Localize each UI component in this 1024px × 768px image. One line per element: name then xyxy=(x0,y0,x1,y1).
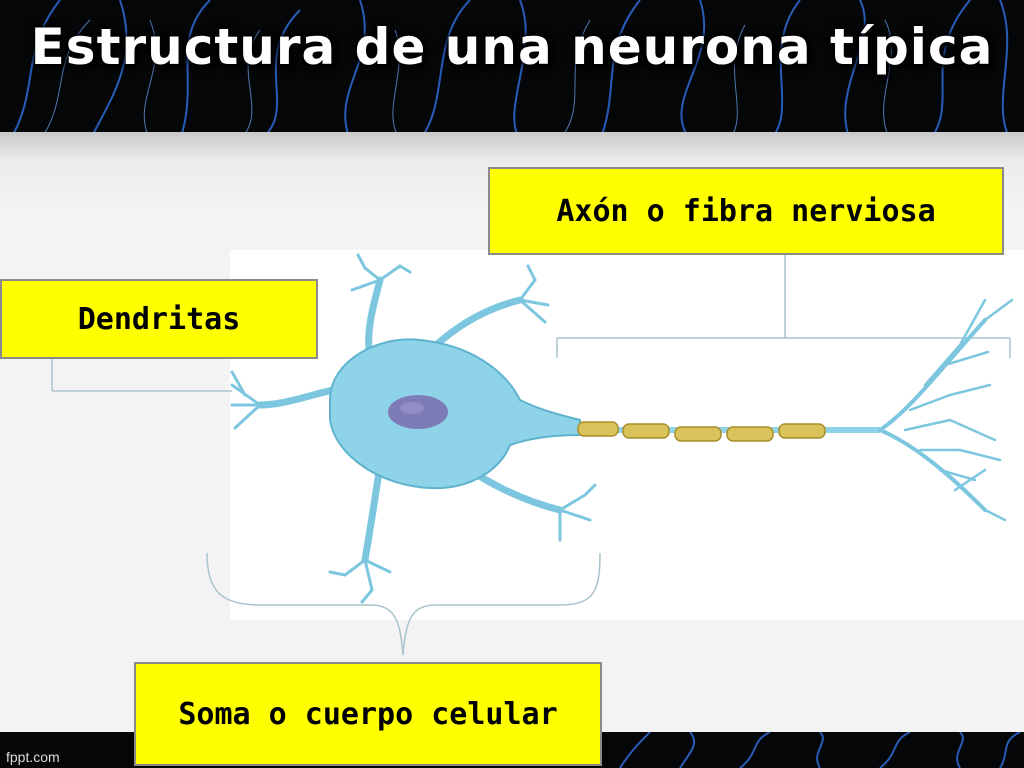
page-title: Estructura de una neurona típica xyxy=(30,18,994,76)
connector-lines xyxy=(51,255,1011,656)
label-dendritas: Dendritas xyxy=(0,279,318,359)
header-background xyxy=(0,0,1024,140)
soma-body xyxy=(329,338,581,490)
label-soma: Soma o cuerpo celular xyxy=(134,662,602,766)
footer-brand: fppt.com xyxy=(6,749,60,765)
myelin-sheath xyxy=(577,421,826,442)
label-axon: Axón o fibra nerviosa xyxy=(488,167,1004,255)
axon-terminals xyxy=(878,298,1014,522)
